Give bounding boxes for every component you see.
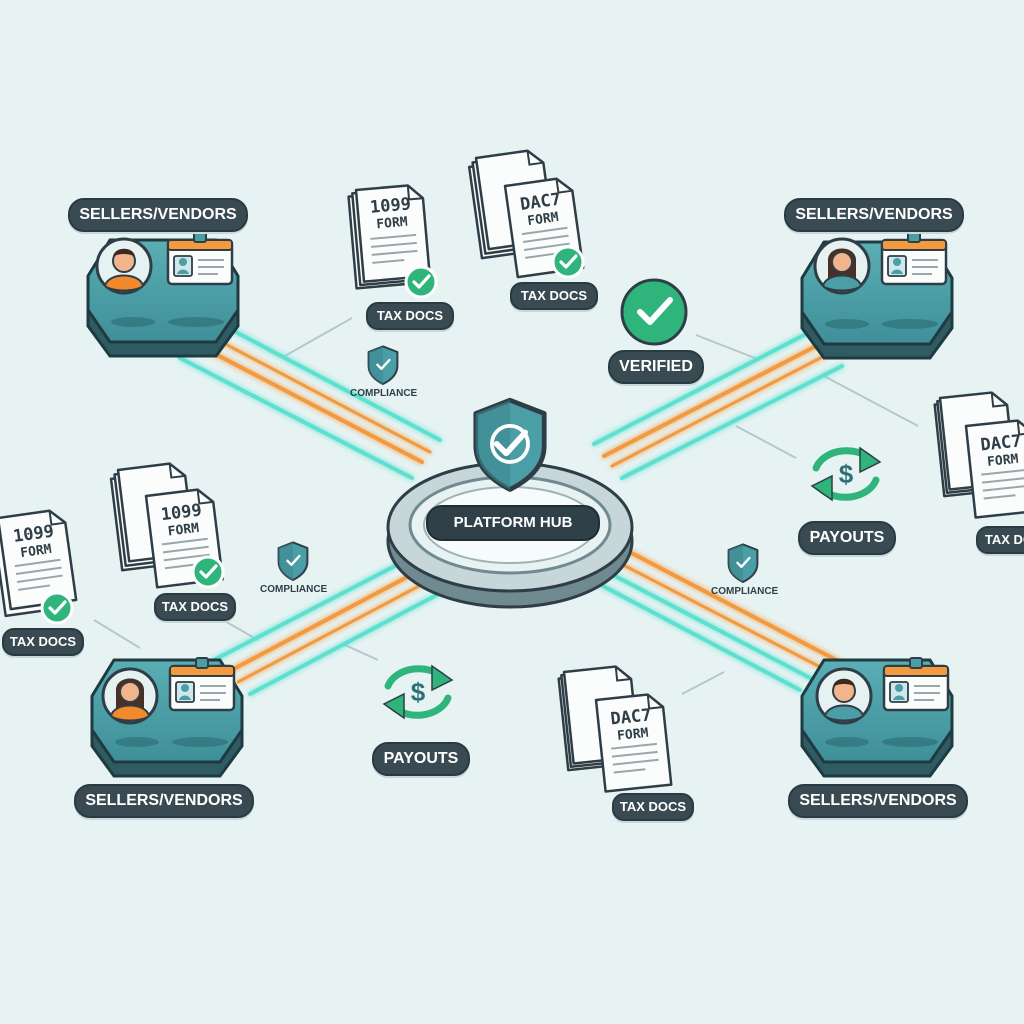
tax-doc-front-dac7-top: DAC7 FORM [503,175,585,279]
tax-docs-caption: TAX DOCS [2,628,84,656]
tax-docs-caption: TAX DOCS [154,593,236,621]
tax-doc-stack-1099-top: 1099 FORM [347,182,432,290]
tax-doc-front-dac7-right: DAC7 FORM [964,417,1024,519]
stream-bottom-right [582,544,842,692]
svg-text:1099: 1099 [160,500,203,525]
tax-docs-caption: TAX DOCS [612,793,694,821]
svg-text:FORM: FORM [526,210,559,229]
seller-label: SELLERS/VENDORS [74,784,254,818]
hub-label: PLATFORM HUB [426,505,600,541]
compliance-label: COMPLIANCE [260,584,328,595]
svg-text:DAC7: DAC7 [980,431,1023,455]
svg-text:FORM: FORM [167,521,200,540]
payouts-label: PAYOUTS [372,742,470,776]
stream-bottom-left [212,554,448,696]
svg-text:FORM: FORM [19,542,52,561]
tax-doc-stack-1099-left: 1099 FORM [0,507,78,618]
female-seller-avatar-icon [813,237,871,295]
id-card-icon [882,656,950,712]
svg-text:FORM: FORM [376,215,409,233]
compliance-shield-icon [367,345,399,386]
check-badge-icon [40,591,74,625]
tax-doc-front-dac7-bottom: DAC7 FORM [594,691,673,793]
tax-docs-caption: TAX DOCS [366,302,454,330]
compliance-label: COMPLIANCE [350,388,418,399]
compliance-label: COMPLIANCE [711,586,779,597]
check-circle-icon [620,278,688,346]
dollar-cycle-icon [812,448,880,500]
check-badge-icon [404,265,438,299]
verified-label: VERIFIED [608,350,704,384]
check-badge-icon [191,555,225,589]
compliance-shield-icon [277,541,309,582]
tax-docs-caption: TAX DOCS [510,282,598,310]
seller-label: SELLERS/VENDORS [68,198,248,232]
hub-shield-icon [476,400,544,489]
svg-text:FORM: FORM [986,452,1019,470]
svg-text:FORM: FORM [616,726,649,744]
tax-docs-caption: TAX DOCS [976,526,1024,554]
svg-text:1099: 1099 [369,194,412,217]
id-card-icon [168,656,236,712]
male-seller-avatar-icon [95,237,153,295]
tax-doc-front-1099-mid: 1099 FORM [144,486,224,589]
seller-label: SELLERS/VENDORS [788,784,968,818]
svg-text:DAC7: DAC7 [610,705,653,729]
check-badge-icon [551,245,585,279]
stream-top-right [592,332,844,480]
male-seller-avatar-icon [815,667,873,725]
stream-top-left [178,328,442,480]
payouts-label: PAYOUTS [798,521,896,555]
id-card-icon [166,230,234,286]
dollar-cycle-icon [384,666,452,718]
id-card-icon [880,230,948,286]
female-seller-avatar-icon [101,667,159,725]
compliance-shield-icon [727,543,759,584]
seller-label: SELLERS/VENDORS [784,198,964,232]
